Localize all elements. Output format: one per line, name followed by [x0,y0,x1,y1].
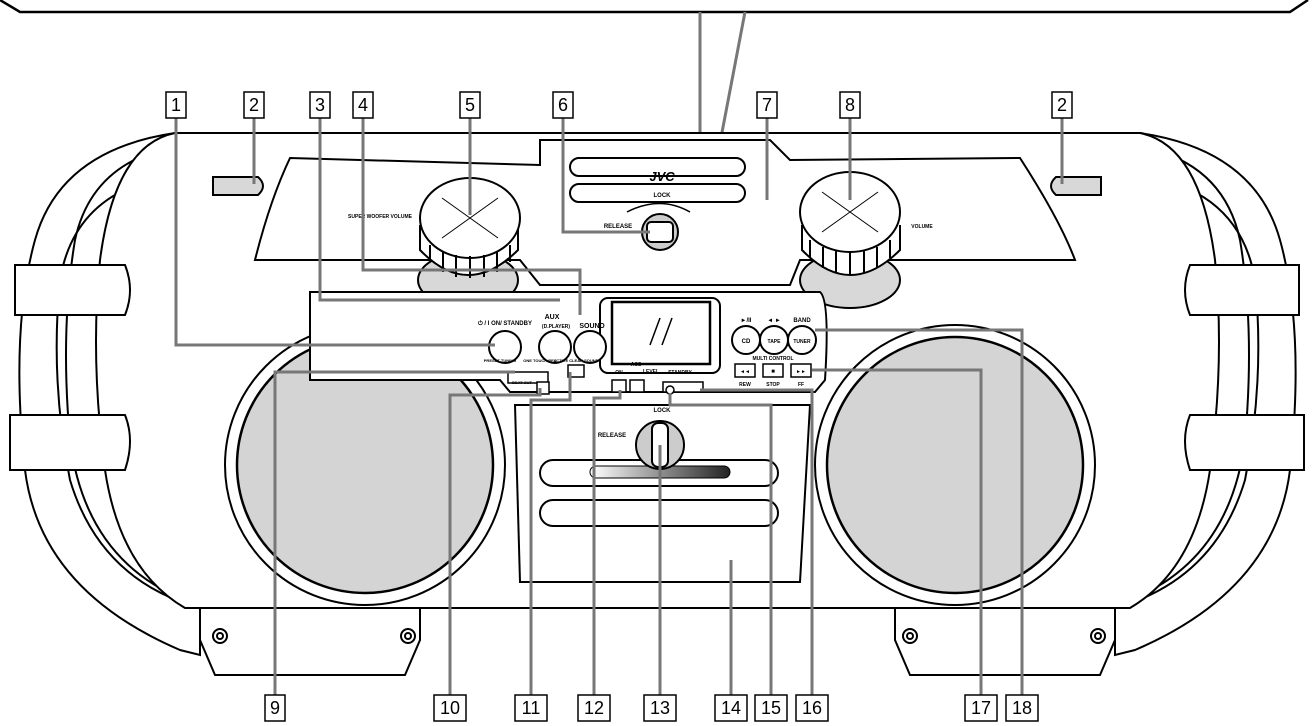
svg-text:14: 14 [721,698,741,718]
svg-text:5: 5 [465,95,475,115]
callout-16: 16 [795,694,829,722]
svg-text:3: 3 [315,95,325,115]
callout-9: 9 [264,694,286,722]
subwoofer-volume-label: SUPER WOOFER VOLUME [348,214,413,220]
power-button[interactable] [488,330,522,364]
rew-label: REW [739,382,751,388]
aux-sub-label: (D.PLAYER) [542,324,570,330]
svg-text:12: 12 [584,698,604,718]
callout-4: 4 [352,91,374,119]
multi-control-label: MULTI CONTROL [752,356,793,362]
tuner-button-label: TUNER [793,339,811,345]
band-label: BAND [793,318,811,324]
top-release-label: RELEASE [604,224,632,230]
tuner-button[interactable] [787,325,817,355]
callout-14: 14 [714,694,748,722]
svg-text:7: 7 [762,95,772,115]
callout-10: 10 [433,694,467,722]
top-lock-label: LOCK [654,193,672,199]
svg-text:2: 2 [1057,95,1067,115]
callout-3: 3 [309,91,331,119]
left-speaker [224,324,506,606]
top-lid-lock-knob[interactable] [626,202,691,251]
aux-button[interactable] [538,330,572,364]
standby-indicator-bar [662,381,704,393]
leader-lines [174,117,1064,700]
cd-button-label: CD [742,339,751,345]
svg-text:10: 10 [440,698,460,718]
callout-5: 5 [459,91,481,119]
preset-one-touch-switch[interactable] [507,371,549,384]
svg-text:11: 11 [522,698,541,718]
volume-knob[interactable] [799,171,901,309]
svg-text:6: 6 [558,95,568,115]
left-foot [199,607,421,676]
right-speaker [814,324,1096,606]
stop-label: STOP [766,382,780,388]
rew-button[interactable] [734,363,756,378]
on-label: ON [615,370,623,376]
svg-text:18: 18 [1012,698,1032,718]
svg-text:9: 9 [270,698,280,718]
callout-7: 7 [756,91,778,119]
door-lock-label: LOCK [654,408,672,414]
level-label: LEVEL [643,369,659,375]
acs-level-button[interactable] [629,379,645,393]
stop-symbol: ■ [771,369,775,375]
callout-2-right: 2 [1051,91,1073,119]
aux-label: AUX [545,314,560,321]
lock-indicator [665,385,675,395]
svg-text:13: 13 [650,698,670,718]
svg-text:8: 8 [845,95,855,115]
door-release-label: RELEASE [598,433,626,439]
left-handle-slot [212,176,264,196]
brand-logo: JVC [649,169,675,184]
callout-8: 8 [839,91,861,119]
callout-13: 13 [643,694,677,722]
ff-label: FF [798,382,804,388]
right-foot [894,607,1116,676]
standby-label: STANDBY [668,370,692,376]
left-grips [9,264,131,471]
callout-2-left: 2 [243,91,265,119]
sound-label: SOUND [579,323,604,330]
power-label: ⏻ / I ON/ STANDBY [478,320,532,327]
ff-button[interactable] [790,363,812,378]
tape-button-label: TAPE [768,339,782,345]
callout-18: 18 [1005,694,1039,722]
callout-1: 1 [165,91,187,119]
acs-label: ACS [631,362,642,368]
svg-text:1: 1 [171,95,181,115]
active-clear-sound-label: ACTIVE CLEAR SOUND [553,358,598,363]
right-grips [1184,264,1305,471]
callout-15: 15 [754,694,788,722]
reverse-forward-label: ◄ ► [767,318,781,324]
right-handle-slot [1050,176,1102,196]
preset-tuning-label: PRESET TUNING [484,358,516,363]
svg-text:17: 17 [971,698,991,718]
prev-symbol: ◄◄ [740,369,750,375]
volume-label: VOLUME [911,224,933,230]
top-callout-bracket [0,0,1309,14]
play-pause-label: ►/II [741,318,752,324]
svg-text:16: 16 [802,698,822,718]
callout-6: 6 [552,91,574,119]
one-touch-rec-label: ONE TOUCH REC [523,358,557,363]
svg-text:2: 2 [249,95,259,115]
active-clear-sound-button[interactable] [567,364,585,378]
sound-button[interactable] [573,330,607,364]
next-symbol: ►► [796,369,806,375]
stop-button[interactable] [762,363,784,378]
callout-11: 11 [514,694,548,722]
beat-cut-label: BEAT CUT [512,380,532,385]
callout-12: 12 [577,694,611,722]
svg-text:15: 15 [761,698,781,718]
svg-text:4: 4 [358,95,368,115]
callout-boxes: 1 2 3 4 5 6 7 8 2 9 10 11 12 13 14 15 16… [165,91,1073,722]
callout-17: 17 [964,694,998,722]
